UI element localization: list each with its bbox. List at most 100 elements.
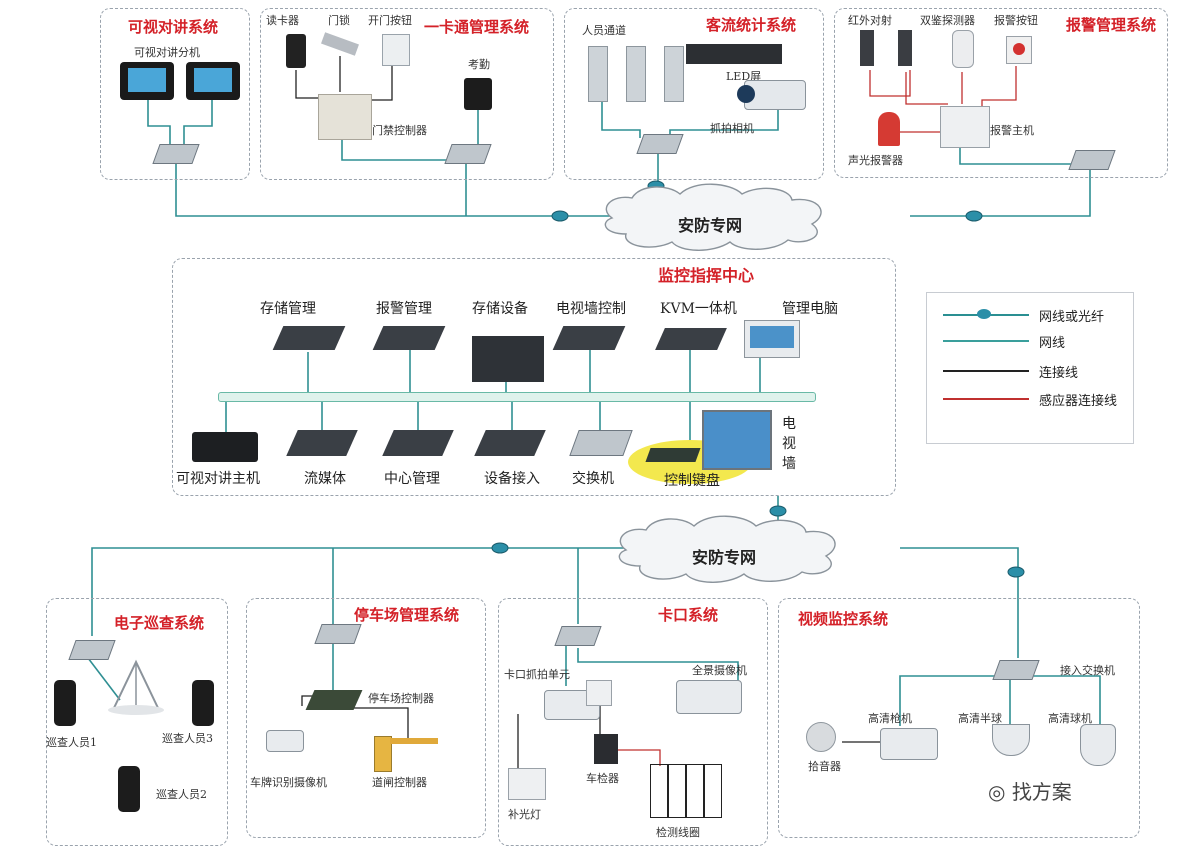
door-controller-icon (318, 94, 372, 140)
lock-label: 门锁 (328, 14, 350, 27)
dual-detector-label: 双鉴探测器 (920, 14, 975, 27)
patrol-device-3-icon (192, 680, 214, 726)
traffic-system-panel (564, 8, 824, 180)
alarm-title: 报警管理系统 (1066, 16, 1157, 34)
patrol-person-3-label: 巡查人员3 (162, 732, 213, 745)
capture-camera-label: 抓拍相机 (710, 122, 754, 135)
speed-dome-icon (1080, 724, 1116, 766)
plate-camera-icon (266, 730, 304, 752)
center-network-bus (218, 392, 816, 402)
center-bottom-label-1: 流媒体 (304, 471, 346, 487)
cloud-shapes (604, 183, 836, 583)
legend-row-connection: 连接线 (927, 361, 1133, 381)
vehicle-detector-label: 车检器 (586, 772, 619, 785)
video-system-panel (778, 598, 1140, 838)
center-top-label-4: KVM一体机 (660, 301, 737, 317)
turnstile-1-icon (588, 46, 608, 102)
alarm-mgmt-server-icon (372, 326, 446, 350)
alarm-host-label: 报警主机 (990, 124, 1034, 137)
fill-light-icon (508, 768, 546, 800)
center-bottom-label-4: 交换机 (572, 471, 614, 487)
fiber-marker-icon (977, 309, 991, 319)
center-top-label-2: 存储设备 (472, 301, 528, 317)
capture-camera-icon (737, 80, 806, 110)
intercom-monitor-1 (120, 62, 174, 100)
video-title: 视频监控系统 (798, 610, 889, 628)
pickup-label: 拾音器 (808, 760, 841, 773)
barrier-arm-icon (390, 738, 438, 744)
alarm-host-icon (940, 106, 990, 148)
traffic-switch (636, 134, 684, 154)
center-top-label-5: 管理电脑 (782, 301, 838, 317)
access-switch (444, 144, 492, 164)
intercom-system-panel (100, 8, 250, 180)
card-reader-icon (286, 34, 306, 68)
vehicle-detector-icon (594, 734, 618, 764)
dual-detector-icon (952, 30, 974, 68)
access-switch-label: 接入交换机 (1060, 664, 1115, 677)
turnstile-2-icon (626, 46, 646, 102)
door-controller-label: 门禁控制器 (372, 124, 427, 137)
management-pc-icon (744, 320, 800, 358)
central-mgmt-server-icon (382, 430, 454, 456)
patrol-title: 电子巡查系统 (114, 614, 205, 632)
legend-sensor-line (943, 398, 1029, 400)
plate-camera-label: 车牌识别摄像机 (250, 776, 327, 789)
access-title: 一卡通管理系统 (424, 18, 530, 36)
gun-camera-icon (880, 728, 938, 760)
exit-button-icon (382, 34, 410, 66)
turnstile-3-icon (664, 46, 684, 102)
dome-camera-icon (992, 724, 1030, 756)
checkpoint-title: 卡口系统 (658, 606, 719, 624)
tvwall-controller-icon (552, 326, 626, 350)
alarm-button-label: 报警按钮 (994, 14, 1038, 27)
legend-text-2: 连接线 (1039, 366, 1079, 381)
legend: 网线或光纤 网线 连接线 感应器连接线 (926, 292, 1134, 444)
panorama-camera-icon (676, 680, 742, 714)
barrier-gate-icon (374, 736, 392, 772)
control-keyboard-icon (645, 448, 701, 462)
tv-wall-icon (702, 410, 772, 470)
access-system-panel (260, 8, 554, 180)
center-title: 监控指挥中心 (658, 266, 755, 285)
bottom-network-label: 安防专网 (692, 548, 757, 567)
patrol-person-2-label: 巡查人员2 (156, 788, 207, 801)
parking-controller-label: 停车场控制器 (368, 692, 434, 705)
capture-unit-label: 卡口抓拍单元 (504, 668, 570, 681)
watermark: ◎ 找方案 (988, 780, 1072, 804)
gate-label: 人员通道 (582, 24, 626, 37)
legend-text-0: 网线或光纤 (1039, 310, 1105, 325)
center-bottom-label-2: 中心管理 (384, 471, 440, 487)
intercom-host-icon (192, 432, 258, 462)
alarm-switch (1068, 150, 1116, 170)
control-keyboard-label: 控制键盘 (664, 473, 720, 489)
pickup-icon (806, 722, 836, 752)
access-switch-icon (992, 660, 1040, 680)
command-center-panel (172, 258, 896, 496)
intercom-title: 可视对讲系统 (128, 18, 219, 36)
center-bottom-label-0: 可视对讲主机 (176, 471, 260, 487)
parking-switch (314, 624, 362, 644)
parking-system-panel (246, 598, 486, 838)
alarm-system-panel (834, 8, 1168, 178)
checkpoint-switch (554, 626, 602, 646)
intercom-unit-label: 可视对讲分机 (134, 46, 200, 59)
parking-title: 停车场管理系统 (354, 606, 460, 624)
panorama-camera-label: 全景摄像机 (692, 664, 747, 677)
led-label: LED屏 (726, 70, 762, 83)
top-network-label: 安防专网 (678, 216, 743, 235)
kvm-icon (655, 328, 727, 350)
intercom-switch (152, 144, 200, 164)
parking-controller-icon (305, 690, 363, 710)
watermark-text: 找方案 (1011, 780, 1072, 804)
patrol-person-1-label: 巡查人员1 (46, 736, 97, 749)
device-access-server-icon (474, 430, 546, 456)
led-screen-icon (686, 44, 782, 64)
legend-row-sensor: 感应器连接线 (927, 389, 1133, 409)
center-top-label-1: 报警管理 (376, 301, 432, 317)
center-top-label-3: 电视墙控制 (556, 301, 626, 317)
legend-text-1: 网线 (1039, 336, 1066, 351)
tv-wall-label: 电视墙 (782, 416, 796, 472)
speed-dome-label: 高清球机 (1048, 712, 1092, 725)
